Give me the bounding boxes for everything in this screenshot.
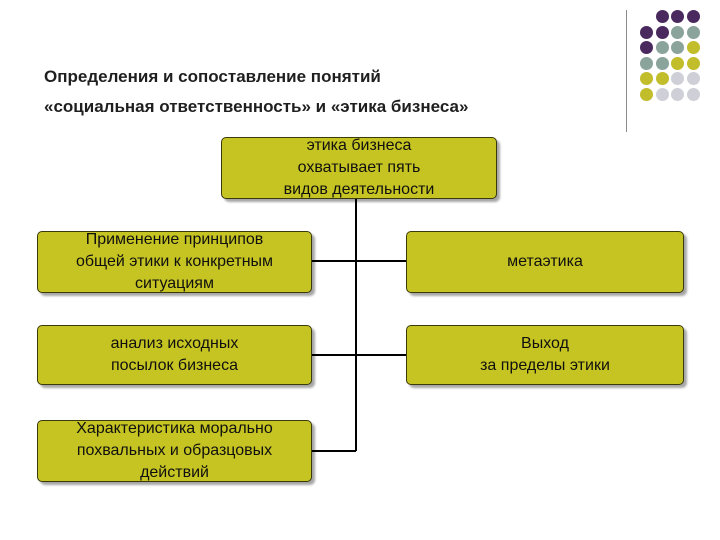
decor-dot (655, 56, 669, 70)
decor-dot (655, 25, 669, 39)
decor-dot (671, 87, 684, 101)
root-box-text: этика бизнеса охватывает пять видов деят… (283, 137, 435, 198)
decor-divider (626, 10, 627, 132)
decor-dot (655, 72, 669, 85)
decor-dot (640, 41, 653, 54)
left-box-2-text: анализ исходных посылок бизнеса (110, 335, 239, 374)
decor-dot (640, 56, 653, 70)
decor-dot (640, 25, 653, 39)
decor-dot (655, 87, 669, 101)
left-box-characteristic-actions: Характеристика морально похвальных и обр… (37, 420, 312, 482)
decor-dot (655, 41, 669, 54)
left-box-3-text: Характеристика морально похвальных и обр… (76, 420, 273, 481)
slide-title-line-1: Определения и сопоставление понятий (44, 67, 381, 86)
decor-dot (671, 72, 684, 85)
right-box-beyond-ethics: Выход за пределы этики (406, 325, 684, 385)
decor-dot (655, 10, 669, 23)
right-box-1-text: метаэтика (507, 253, 583, 270)
decor-dot (671, 10, 684, 23)
decor-dot (640, 72, 653, 85)
slide-title-line-2: «социальная ответственность» и «этика би… (44, 97, 469, 116)
decor-dot (671, 56, 684, 70)
decor-dot (671, 41, 684, 54)
slide-title: Определения и сопоставление понятий «соц… (44, 62, 604, 122)
root-box-business-ethics: этика бизнеса охватывает пять видов деят… (221, 137, 497, 199)
left-box-applying-principles: Применение принципов общей этики к конкр… (37, 231, 312, 293)
right-box-metaethics: метаэтика (406, 231, 684, 293)
decor-dot (686, 41, 700, 54)
decor-dot (671, 25, 684, 39)
left-box-1-text: Применение принципов общей этики к конкр… (75, 231, 274, 292)
right-box-2-text: Выход за пределы этики (480, 335, 610, 374)
left-box-analysis-premises: анализ исходных посылок бизнеса (37, 325, 312, 385)
decor-dot (686, 56, 700, 70)
decor-dot (686, 87, 700, 101)
decor-dot (640, 87, 653, 101)
decor-dot (686, 25, 700, 39)
decor-dot (686, 72, 700, 85)
decor-dot (686, 10, 700, 23)
